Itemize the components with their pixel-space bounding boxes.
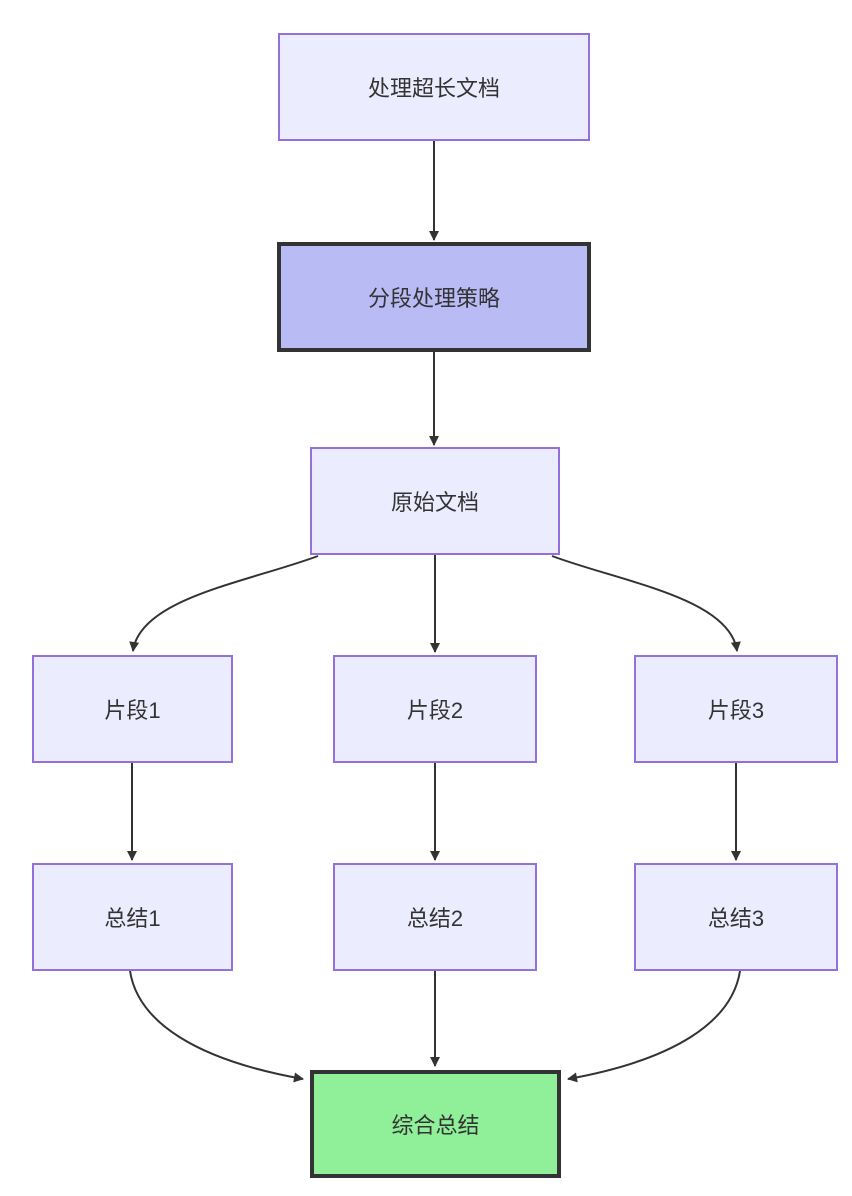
node-fragment-2: 片段2 (333, 655, 537, 763)
node-label: 综合总结 (391, 1113, 480, 1138)
edge-original-frag3 (551, 555, 741, 652)
node-label: 片段3 (707, 698, 765, 723)
node-label: 总结3 (707, 906, 765, 931)
node-label: 总结2 (406, 906, 464, 931)
node-label: 片段2 (406, 698, 464, 723)
node-summary-1: 总结1 (32, 863, 233, 971)
edge-sum3-final (567, 970, 741, 1083)
node-label: 片段1 (104, 698, 161, 723)
node-label: 分段处理策略 (367, 286, 500, 311)
node-summary-2: 总结2 (333, 863, 537, 971)
node-label: 处理超长文档 (367, 76, 500, 101)
node-segmentation-strategy: 分段处理策略 (277, 242, 591, 352)
node-fragment-1: 片段1 (32, 655, 233, 763)
node-label: 原始文档 (390, 490, 479, 515)
node-summary-3: 总结3 (634, 863, 838, 971)
node-fragment-3: 片段3 (634, 655, 838, 763)
edge-original-frag1 (129, 555, 319, 652)
node-label: 总结1 (104, 906, 161, 931)
node-process-long-doc: 处理超长文档 (278, 33, 590, 141)
node-original-doc: 原始文档 (310, 447, 560, 555)
node-final-summary: 综合总结 (310, 1070, 561, 1178)
edge-sum1-final (129, 970, 304, 1083)
